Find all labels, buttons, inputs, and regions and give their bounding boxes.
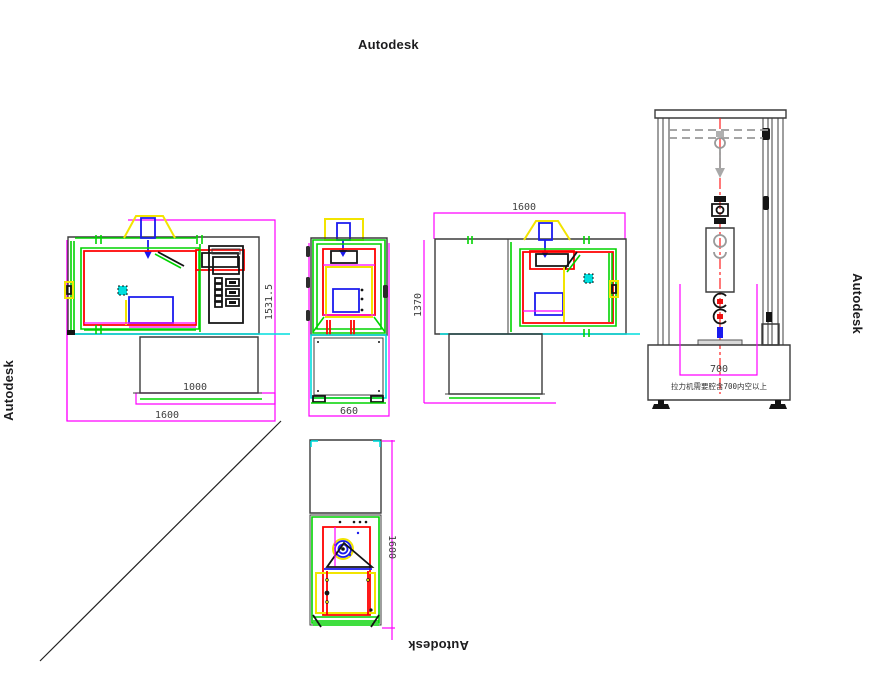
tensile-note: 拉力机需要腔含700内空以上 <box>671 381 768 391</box>
side-dim-outline <box>309 243 389 416</box>
tensile-dim <box>680 284 757 375</box>
inner-unit <box>129 297 173 323</box>
chamber-top-red <box>323 527 370 615</box>
side-knob <box>766 312 772 322</box>
baffle <box>158 252 184 266</box>
vent-box <box>196 250 244 270</box>
flow-arrow <box>144 251 152 259</box>
lower-grips <box>714 294 726 338</box>
diagonal-line <box>40 421 281 661</box>
rear-door-red <box>523 252 613 323</box>
tensile-tester-view: 700 拉力机需要腔含700内空以上 <box>648 110 790 409</box>
hinge <box>65 282 73 298</box>
bottom-hatch <box>313 615 379 627</box>
fan-housing <box>331 251 357 263</box>
rear-ticks <box>468 236 589 337</box>
rear-inner-unit <box>535 293 563 315</box>
dim-base-width-label: 1000 <box>183 382 207 393</box>
load-coupling <box>712 196 728 224</box>
top-view: 1600 <box>310 440 397 640</box>
legs <box>327 320 354 335</box>
side-handle <box>306 246 310 257</box>
lower-cabinet-side <box>311 335 386 398</box>
upper-grip <box>715 131 725 178</box>
door-handle <box>324 590 330 596</box>
control-panel <box>209 246 243 323</box>
dim-rear-width-label: 1600 <box>512 202 536 213</box>
rear-dim-top <box>434 213 625 239</box>
rail-stop <box>762 128 770 140</box>
panel-button <box>226 279 239 286</box>
dim-side-depth-label: 660 <box>340 406 358 417</box>
pedestal-rear <box>449 334 542 394</box>
rear-hood <box>524 221 570 240</box>
panel-key <box>215 278 222 283</box>
dim-top-depth-label: 1600 <box>386 535 397 559</box>
side-view: 660 <box>306 219 389 417</box>
specimen-box <box>706 228 734 292</box>
dim-front-width-label: 1600 <box>155 410 179 421</box>
dim-clear-width-label: 700 <box>710 364 728 375</box>
top-hood <box>124 216 175 238</box>
machine-feet <box>652 400 787 409</box>
autodesk-watermark-top: Autodesk <box>358 37 419 52</box>
dim-rear-height-label: 1370 <box>413 293 424 317</box>
door-seal-top <box>316 573 375 613</box>
table-top <box>310 440 381 513</box>
columns <box>658 118 783 345</box>
side-box <box>762 324 779 345</box>
rear-viewport <box>584 274 593 283</box>
front-view: 1000 1600 1531.5 <box>65 216 290 421</box>
door-red-frame <box>84 251 196 325</box>
door-outer-frame <box>81 248 199 329</box>
frame-ticks <box>96 235 202 334</box>
base-plate <box>698 340 742 345</box>
dim-front-height-label: 1531.5 <box>264 284 275 320</box>
side-inner-unit <box>333 289 359 312</box>
duct-stub <box>141 218 155 238</box>
rear-view: 1600 1370 <box>413 202 640 403</box>
viewport-window <box>118 286 127 295</box>
rear-hinge <box>610 281 618 297</box>
crosshead-beam <box>655 110 786 118</box>
foot-block <box>67 330 75 335</box>
machine-base <box>648 345 790 400</box>
